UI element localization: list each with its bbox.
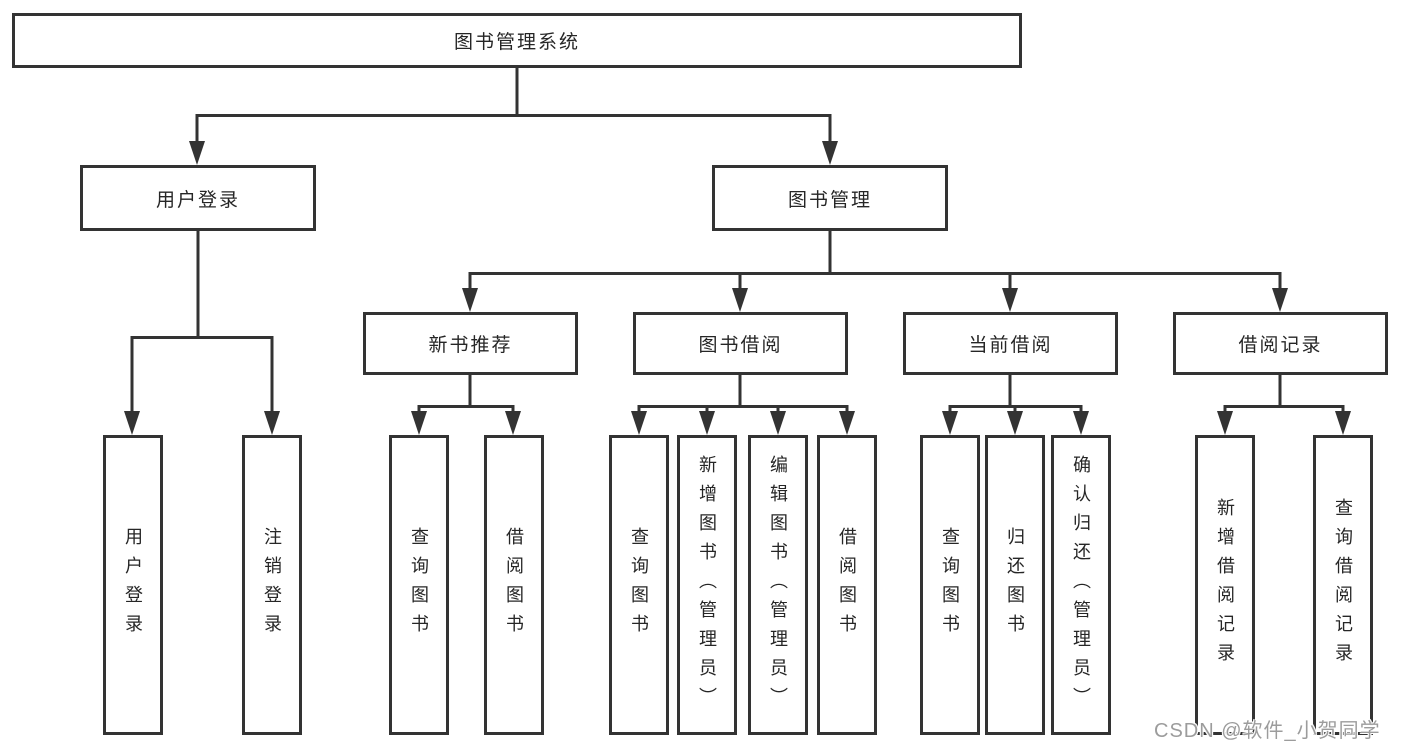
leaf-records-add-record: 新增借阅记录 — [1195, 435, 1255, 735]
leaf-records-query-record: 查询借阅记录 — [1313, 435, 1373, 735]
node-borrow-records: 借阅记录 — [1173, 312, 1388, 375]
leaf-label: 确认归还（管理员） — [1071, 454, 1091, 716]
leaf-label: 借阅图书 — [504, 527, 524, 643]
arrowhead-icon — [462, 288, 478, 312]
connector-userlogin-split — [130, 229, 274, 413]
leaf-borrow-edit-books-admin: 编辑图书（管理员） — [748, 435, 808, 735]
node-book-borrow: 图书借阅 — [633, 312, 848, 375]
leaf-current-return-books: 归还图书 — [985, 435, 1045, 735]
arrowhead-icon — [770, 411, 786, 435]
connector-records-split — [1223, 373, 1345, 413]
leaf-label: 查询借阅记录 — [1333, 498, 1353, 672]
arrowhead-icon — [1272, 288, 1288, 312]
arrowhead-icon — [411, 411, 427, 435]
leaf-borrow-add-books-admin: 新增图书（管理员） — [677, 435, 737, 735]
arrowhead-icon — [189, 141, 205, 165]
leaf-logout: 注销登录 — [242, 435, 302, 735]
node-new-book-recommend: 新书推荐 — [363, 312, 578, 375]
leaf-label: 借阅图书 — [837, 527, 857, 643]
leaf-label: 用户登录 — [123, 527, 143, 643]
leaf-label: 归还图书 — [1005, 527, 1025, 643]
arrowhead-icon — [1007, 411, 1023, 435]
leaf-current-query-books: 查询图书 — [920, 435, 980, 735]
arrowhead-icon — [631, 411, 647, 435]
node-book-management: 图书管理 — [712, 165, 948, 231]
leaf-current-confirm-return-admin: 确认归还（管理员） — [1051, 435, 1111, 735]
arrowhead-icon — [124, 411, 140, 435]
leaf-newbook-borrow-books: 借阅图书 — [484, 435, 544, 735]
leaf-label: 注销登录 — [262, 527, 282, 643]
leaf-borrow-query-books: 查询图书 — [609, 435, 669, 735]
leaf-newbook-query-books: 查询图书 — [389, 435, 449, 735]
arrowhead-icon — [264, 411, 280, 435]
csdn-watermark: CSDN @软件_小贺同学 — [1154, 720, 1381, 742]
connector-bookmgmt-bar — [468, 229, 1282, 290]
leaf-label: 新增图书（管理员） — [697, 454, 717, 716]
arrowhead-icon — [1002, 288, 1018, 312]
leaf-label: 编辑图书（管理员） — [768, 454, 788, 716]
leaf-label: 查询图书 — [940, 527, 960, 643]
leaf-borrow-borrow-books: 借阅图书 — [817, 435, 877, 735]
leaf-label: 查询图书 — [409, 527, 429, 643]
leaf-label: 新增借阅记录 — [1215, 498, 1235, 672]
leaf-label: 查询图书 — [629, 527, 649, 643]
arrowhead-icon — [505, 411, 521, 435]
arrowhead-icon — [1335, 411, 1351, 435]
arrowhead-icon — [1073, 411, 1089, 435]
node-root-title: 图书管理系统 — [12, 13, 1022, 68]
arrowhead-icon — [822, 141, 838, 165]
arrowhead-icon — [1217, 411, 1233, 435]
arrowhead-icon — [942, 411, 958, 435]
node-current-borrow: 当前借阅 — [903, 312, 1118, 375]
arrowhead-icon — [839, 411, 855, 435]
arrowhead-icon — [732, 288, 748, 312]
connector-bookborrow-split — [637, 373, 849, 413]
arrowhead-icon — [699, 411, 715, 435]
connector-level2-bar — [195, 114, 832, 143]
node-user-login: 用户登录 — [80, 165, 316, 231]
leaf-user-login: 用户登录 — [103, 435, 163, 735]
connector-currentborrow-split — [948, 373, 1083, 413]
connector-newbook-split — [417, 373, 515, 413]
